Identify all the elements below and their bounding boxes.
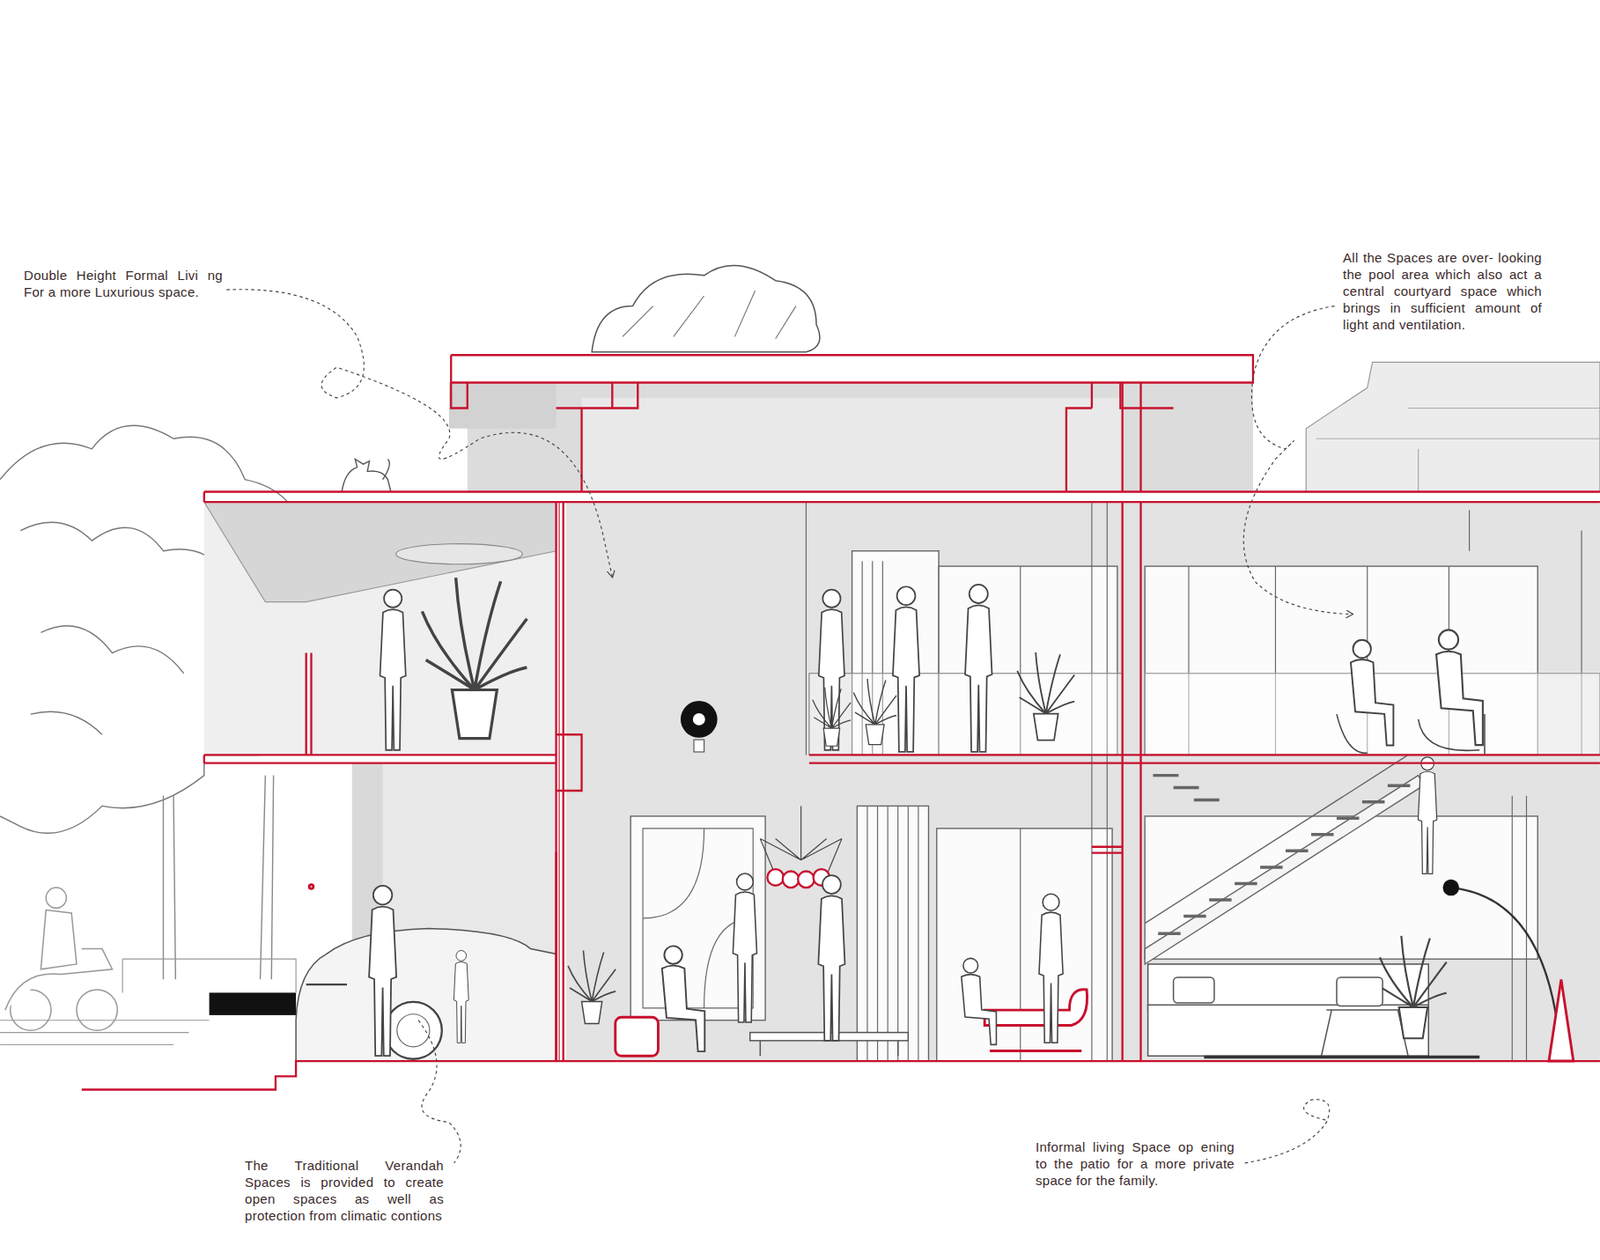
annotation-note: All the Spaces are over- looking the poo… [1342, 249, 1542, 333]
annotation-note: Double Height Formal Livi ng For a more … [23, 266, 223, 301]
annotation-note: The Traditional Verandah Spaces is provi… [244, 1157, 444, 1224]
annotation-note: Informal living Space op ening to the pa… [1035, 1138, 1235, 1189]
